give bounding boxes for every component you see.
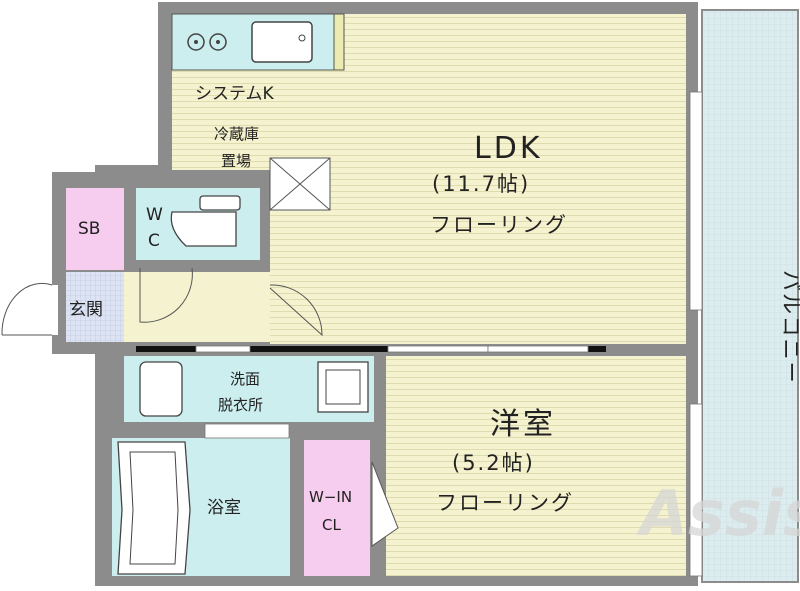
label-closet-1: W−IN bbox=[309, 488, 352, 506]
entrance-door bbox=[1, 282, 58, 336]
storage-sb bbox=[66, 188, 124, 270]
watermark-logo: Assist bbox=[635, 477, 800, 550]
entrance bbox=[66, 272, 270, 342]
kitchen-counter bbox=[171, 13, 345, 71]
label-western: 洋室 bbox=[490, 407, 556, 442]
window-marks bbox=[689, 91, 703, 577]
stove-icon bbox=[187, 33, 227, 51]
bathroom bbox=[112, 423, 290, 576]
label-fridge-2: 置場 bbox=[221, 152, 251, 170]
label-balcony: バルコニー bbox=[779, 270, 800, 385]
label-fridge-1: 冷蔵庫 bbox=[214, 125, 259, 143]
label-washroom-1: 洗面 bbox=[230, 370, 260, 388]
walk-in-closet bbox=[304, 440, 399, 576]
label-sb: SB bbox=[78, 219, 100, 239]
label-ldk-floor: フローリング bbox=[430, 213, 568, 237]
label-western-floor: フローリング bbox=[436, 491, 574, 515]
label-entrance: 玄関 bbox=[69, 300, 103, 320]
label-washroom-2: 脱衣所 bbox=[218, 396, 263, 414]
label-western-size: (5.2帖) bbox=[452, 451, 535, 475]
bathtub-icon bbox=[117, 441, 191, 575]
label-bath: 浴室 bbox=[207, 498, 241, 518]
washbasin-icon bbox=[139, 361, 183, 417]
label-closet-2: CL bbox=[322, 516, 341, 534]
label-ldk: LDK bbox=[474, 131, 543, 166]
balcony bbox=[701, 9, 799, 583]
label-ldk-size: (11.7帖) bbox=[432, 172, 530, 196]
washroom bbox=[124, 356, 374, 422]
western-room bbox=[386, 356, 686, 576]
ldk-door bbox=[269, 284, 323, 337]
wc-room bbox=[136, 188, 260, 260]
sink-icon bbox=[251, 21, 313, 63]
label-kitchen: システムK bbox=[195, 84, 274, 104]
label-wc-2: C bbox=[148, 231, 160, 251]
wc-door bbox=[139, 267, 193, 323]
toilet-icon bbox=[170, 195, 241, 247]
label-wc-1: W bbox=[146, 205, 163, 225]
